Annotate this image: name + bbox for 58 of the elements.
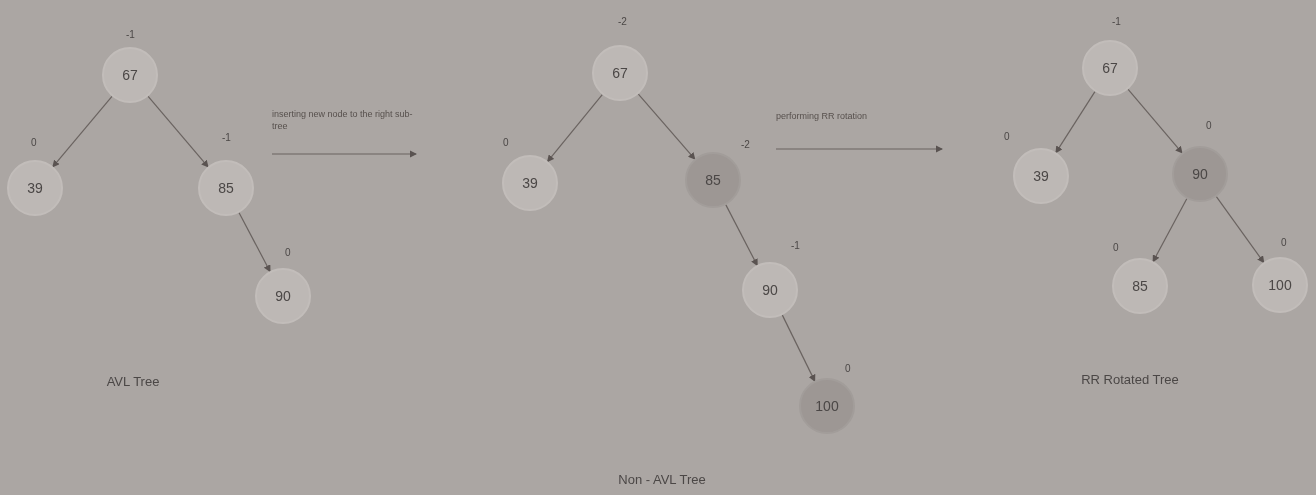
arrow xyxy=(147,95,209,168)
node-value: 39 xyxy=(27,180,43,196)
node-value: 90 xyxy=(275,288,291,304)
node-value: 100 xyxy=(1268,277,1292,293)
node-value: 90 xyxy=(762,282,778,298)
balance-factor: 0 xyxy=(1004,131,1010,143)
balance-factor: 0 xyxy=(1113,242,1119,254)
arrow xyxy=(1127,88,1183,154)
node-value: 85 xyxy=(218,180,234,196)
step-note: inserting new node to the right sub-tree xyxy=(272,108,414,132)
arrow xyxy=(238,212,271,273)
tree-node-circle xyxy=(198,160,254,216)
node-value: 90 xyxy=(1192,166,1208,182)
tree-node-circle xyxy=(1013,148,1069,204)
tree-caption: AVL Tree xyxy=(105,374,161,389)
balance-factor: -2 xyxy=(618,16,627,28)
balance-factor: -1 xyxy=(1112,16,1121,28)
balance-factor: -2 xyxy=(741,139,750,151)
node-value: 85 xyxy=(1132,278,1148,294)
arrow xyxy=(1055,91,1096,154)
step-note: performing RR rotation xyxy=(776,110,869,122)
balance-factor: -1 xyxy=(126,29,135,41)
balance-factor: 0 xyxy=(1281,237,1287,249)
tree-node-circle xyxy=(7,160,63,216)
tree-node-circle xyxy=(742,262,798,318)
tree-node-circle xyxy=(592,45,648,101)
tree-node-circle xyxy=(685,152,741,208)
balance-factor: 0 xyxy=(31,137,37,149)
tree-caption: Non - AVL Tree xyxy=(617,472,707,487)
node-value: 100 xyxy=(815,398,839,414)
balance-factor: 0 xyxy=(845,363,851,375)
arrow xyxy=(1215,196,1265,264)
node-value: 39 xyxy=(1033,168,1049,184)
arrow xyxy=(546,94,603,163)
node-value: 67 xyxy=(122,67,138,83)
tree-node-circle xyxy=(799,378,855,434)
node-value: 67 xyxy=(612,65,628,81)
balance-factor: 0 xyxy=(503,137,509,149)
tree-node-circle xyxy=(1112,258,1168,314)
arrow xyxy=(1152,198,1188,263)
balance-factor: -1 xyxy=(222,132,231,144)
tree-node-circle xyxy=(1082,40,1138,96)
tree-node-circle xyxy=(255,268,311,324)
node-value: 67 xyxy=(1102,60,1118,76)
node-value: 39 xyxy=(522,175,538,191)
arrow xyxy=(637,93,696,160)
node-value: 85 xyxy=(705,172,721,188)
tree-node-circle xyxy=(1172,146,1228,202)
balance-factor: 0 xyxy=(1206,120,1212,132)
tree-node-circle xyxy=(1252,257,1308,313)
arrow xyxy=(781,314,816,382)
tree-node-circle xyxy=(502,155,558,211)
balance-factor: -1 xyxy=(791,240,800,252)
arrow xyxy=(725,204,758,267)
balance-factor: 0 xyxy=(285,247,291,259)
arrow xyxy=(52,95,113,168)
tree-caption: RR Rotated Tree xyxy=(1080,372,1180,387)
tree-node-circle xyxy=(102,47,158,103)
